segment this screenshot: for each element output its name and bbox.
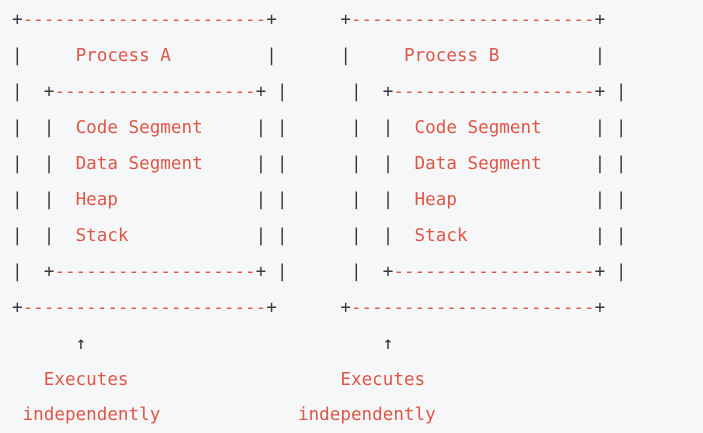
process-a-segment: Stack	[75, 226, 129, 246]
segment-row: | | Code Segment | | | | Code Segment | …	[12, 118, 627, 138]
segment-row: | | Data Segment | | | | Data Segment | …	[12, 154, 627, 174]
process-b-caption-line2: independently	[298, 405, 436, 425]
caption-row-1: Executes Executes	[12, 362, 425, 398]
process-title-row: | Process A | | Process B |	[12, 46, 606, 66]
process-a-caption-line2: independently	[22, 405, 161, 425]
process-a-caption-line1: Executes	[43, 370, 129, 390]
process-a-segment: Code Segment	[75, 118, 203, 138]
process-b-segment: Stack	[414, 226, 468, 246]
arrow-row: ↑ ↑	[12, 326, 394, 362]
outer-bottom-border-row: +-----------------------+ +-------------…	[12, 298, 606, 318]
process-a-title: Process A	[75, 46, 171, 66]
process-b-up-arrow-icon: ↑	[382, 334, 394, 354]
process-b-segment: Code Segment	[414, 118, 542, 138]
inner-bottom-border-row: | +-------------------+ | | +-----------…	[12, 262, 627, 282]
segment-row: | | Stack | | | | Stack | |	[12, 226, 627, 246]
outer-top-border-row: +-----------------------+ +-------------…	[12, 10, 606, 30]
process-a-segment: Data Segment	[75, 154, 203, 174]
process-b-segment: Heap	[414, 190, 457, 210]
caption-row-2: independently independently	[12, 397, 436, 433]
segment-row: | | Heap | | | | Heap | |	[12, 190, 627, 210]
process-b-title: Process B	[403, 46, 500, 66]
process-b-caption-line1: Executes	[340, 370, 426, 390]
inner-top-border-row: | +-------------------+ | | +-----------…	[12, 82, 627, 102]
process-a-segment: Heap	[75, 190, 118, 210]
process-a-up-arrow-icon: ↑	[75, 334, 87, 354]
process-b-segment: Data Segment	[414, 154, 542, 174]
